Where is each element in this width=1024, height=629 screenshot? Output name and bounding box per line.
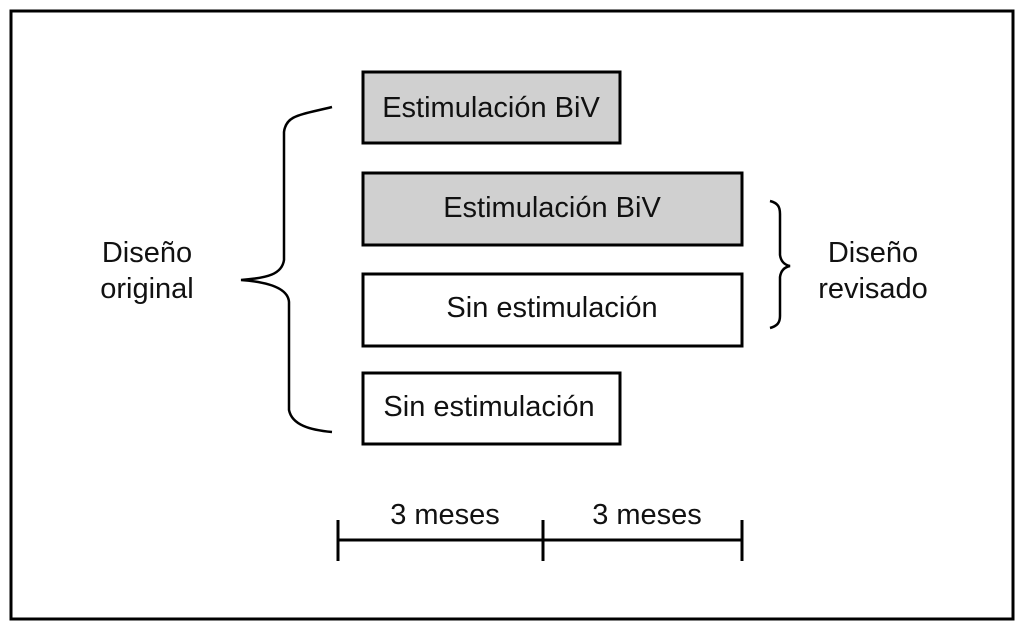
right-group-label-line2: revisado <box>818 273 928 305</box>
left-brace <box>240 105 333 434</box>
box-2: Estimulación BiV <box>361 171 744 247</box>
box-1-label: Estimulación BiV <box>382 92 600 124</box>
box-rect <box>361 272 744 348</box>
box-rect <box>361 70 622 145</box>
box-rect <box>361 171 744 247</box>
left-group-label-line2: original <box>100 273 194 305</box>
right-brace <box>769 199 791 330</box>
box-3-label: Sin estimulación <box>446 292 657 324</box>
timeline: 3 meses 3 meses <box>336 499 744 561</box>
box-1: Estimulación BiV <box>361 70 622 145</box>
box-4-label: Sin estimulación <box>383 391 594 423</box>
box-rect <box>361 371 622 446</box>
right-group-label-line1: Diseño <box>828 237 918 269</box>
timeline-segment-1-label: 3 meses <box>390 499 500 531</box>
box-3: Sin estimulación <box>361 272 744 348</box>
box-2-label: Estimulación BiV <box>443 192 661 224</box>
box-4: Sin estimulación <box>361 371 622 446</box>
left-group-label-line1: Diseño <box>102 237 192 269</box>
timeline-segment-2-label: 3 meses <box>592 499 702 531</box>
